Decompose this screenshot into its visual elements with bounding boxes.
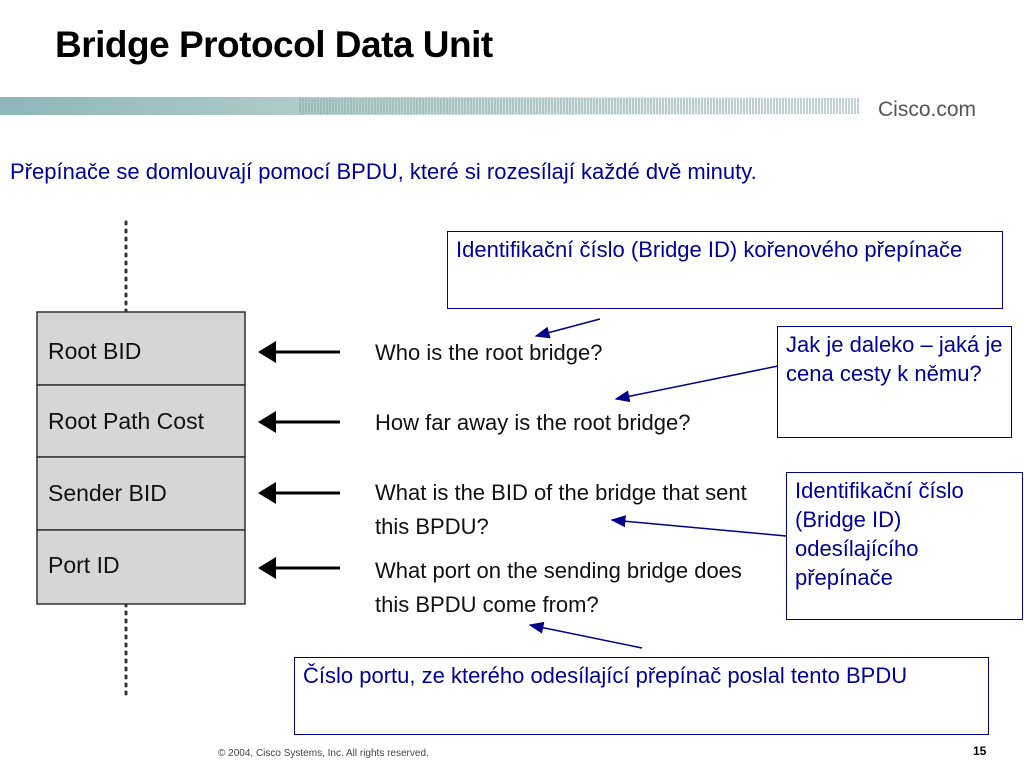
question-sender-bid: What is the BID of the bridge that sent … [375, 480, 747, 539]
field-box-root-path-cost [36, 384, 246, 458]
field-arrow-4 [258, 557, 340, 579]
field-label-sender-bid: Sender BID [48, 480, 167, 506]
field-box-port-id [36, 529, 246, 605]
subtitle: Přepínače se domlouvají pomocí BPDU, kte… [10, 159, 757, 184]
field-label-root-bid: Root BID [48, 338, 142, 364]
question-port: What port on the sending bridge does thi… [375, 558, 742, 617]
field-box-root-bid [36, 311, 246, 386]
field-arrow-2 [258, 411, 340, 433]
question-root-distance: How far away is the root bridge? [375, 410, 691, 435]
page-number: 15 [973, 744, 987, 758]
question-root-bridge: Who is the root bridge? [375, 340, 603, 365]
field-box-sender-bid [36, 456, 246, 531]
callout-port-id: Číslo portu, ze kterého odesílající přep… [294, 657, 989, 735]
callout-arrow-sender-id [610, 515, 787, 537]
field-label-port-id: Port ID [48, 552, 120, 578]
field-arrow-3 [258, 482, 340, 504]
field-label-root-path-cost: Root Path Cost [48, 408, 204, 434]
footer-copyright: © 2004, Cisco Systems, Inc. All rights r… [218, 748, 429, 759]
callout-path-cost: Jak je daleko – jaká je cena cesty k něm… [777, 326, 1012, 438]
slide-title: Bridge Protocol Data Unit [55, 24, 493, 65]
cisco-logo[interactable]: Cisco.com [878, 98, 977, 121]
field-arrow-1 [258, 341, 340, 363]
callout-arrow-root-id [534, 318, 601, 339]
header-bar [0, 97, 860, 115]
callout-arrow-path-cost [614, 365, 779, 403]
callout-root-bridge-id: Identifikační číslo (Bridge ID) kořenové… [447, 231, 1003, 309]
callout-arrow-port-id [528, 621, 643, 649]
callout-sender-bridge-id: Identifikační číslo (Bridge ID) odesílaj… [786, 472, 1023, 620]
